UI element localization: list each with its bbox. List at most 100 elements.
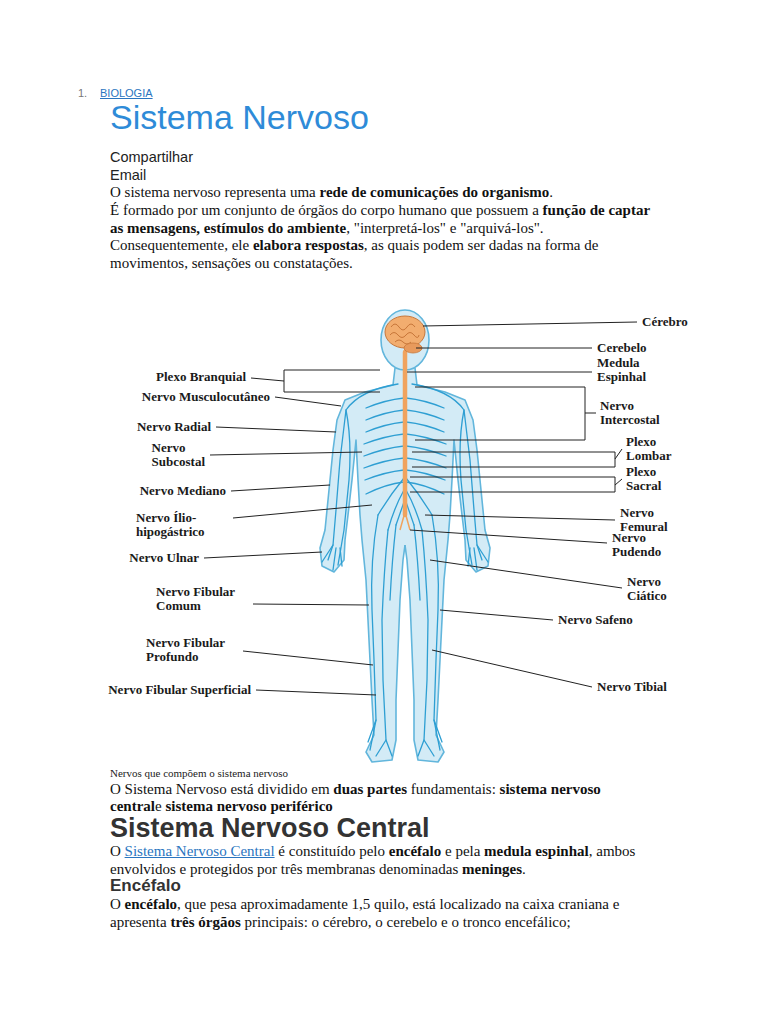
- nerve-label: Nervo Radial: [137, 420, 211, 434]
- link-text: Sistema Nervoso Central: [125, 843, 275, 859]
- bold-text: duas partes: [333, 781, 407, 797]
- bold-text: três órgãos: [170, 914, 240, 930]
- body-outline: [405, 368, 490, 762]
- nerve-label: Plexo Lombar: [626, 435, 672, 462]
- nerve-label: Nervo Pudendo: [612, 531, 661, 558]
- paragraph: Compartilhar: [110, 149, 193, 167]
- paragraph: Consequentemente, ele elabora respostas,…: [110, 237, 655, 272]
- body-text: é constituído pelo: [278, 843, 385, 859]
- leader-line: [253, 604, 369, 605]
- leader-line: [275, 397, 341, 406]
- nerve-label: Nervo Safeno: [558, 613, 633, 627]
- page-title: Sistema Nervoso: [110, 97, 369, 137]
- nerve-label: Nervo Subcostal: [152, 441, 205, 468]
- spinal-cord: [403, 352, 408, 515]
- nerve-label: Cérebro: [642, 315, 688, 329]
- nerve-label: Plexo Branquial: [156, 370, 246, 384]
- leader-line: [410, 530, 607, 543]
- leader-line: [423, 322, 637, 326]
- leader-line: [210, 452, 362, 455]
- bold-text: encéfalo: [389, 843, 441, 859]
- leader-line: [615, 479, 622, 485]
- leader-line: [231, 485, 330, 491]
- nerve-label: Nervo Tibial: [597, 680, 667, 694]
- nerve-label: Nervo Musculocutâneo: [142, 390, 270, 404]
- bold-text: rede de comunicações do organismo: [320, 184, 550, 200]
- nerve-label: Cerebelo: [597, 341, 647, 355]
- paragraph: Sistema Nervoso Central: [110, 812, 710, 844]
- leader-line: [233, 505, 372, 518]
- body-outline: [320, 368, 405, 762]
- body-text: .: [549, 184, 553, 200]
- paragraph: Email: [110, 167, 146, 185]
- bold-text: encéfalo: [125, 896, 177, 912]
- leader-lines: [204, 322, 637, 695]
- nerve-label: Medula Espinhal: [597, 356, 646, 383]
- leader-line: [432, 650, 592, 687]
- nerve-label: Nervo Femural: [620, 506, 668, 533]
- body-text: Sistema Nervoso Central: [110, 813, 430, 843]
- leader-line: [251, 378, 284, 381]
- leader-line: [615, 449, 622, 459]
- bracket: [410, 477, 615, 492]
- body-text: Email: [110, 167, 146, 183]
- leader-line: [216, 427, 336, 432]
- leader-line: [430, 560, 622, 588]
- list-number: 1.: [78, 87, 87, 99]
- body-text: É formado por um conjunto de órgãos do c…: [110, 202, 539, 218]
- nerve-label: Nervo Fibular Comum: [156, 585, 248, 612]
- leader-line: [425, 515, 615, 520]
- body-text: Compartilhar: [110, 149, 193, 165]
- bold-text: medula espinhal: [484, 843, 589, 859]
- paragraph: O encéfalo, que pesa aproximadamente 1,5…: [110, 895, 652, 931]
- nerve-label: Nervo Ulnar: [129, 551, 199, 565]
- body-fill: [320, 368, 406, 762]
- body-text: principais: o cérebro, o cerebelo e o tr…: [245, 914, 571, 930]
- paragraph: O Sistema Nervoso está dividido em duas …: [110, 781, 652, 815]
- paragraph: O Sistema Nervoso Central é constituído …: [110, 842, 652, 878]
- leader-line: [416, 348, 592, 349]
- body-text: fundamentais:: [411, 781, 496, 797]
- bracket: [412, 452, 615, 467]
- body-text: Encéfalo: [110, 876, 181, 895]
- nerve-label: Nervo Fibular Superficial: [108, 683, 251, 697]
- paragraph: É formado por um conjunto de órgãos do c…: [110, 202, 655, 237]
- nerve-label: Nervo Intercostal: [600, 399, 660, 426]
- paragraph: Encéfalo: [110, 876, 652, 896]
- link-text: BIOLOGIA: [100, 87, 153, 99]
- paragraph: BIOLOGIA: [100, 86, 153, 100]
- nerve-label: Nervo Ílio-hipogástrico: [136, 511, 228, 538]
- paragraph: 1.: [78, 86, 87, 100]
- nerve-label: Plexo Sacral: [626, 465, 661, 492]
- paragraph: O sistema nervoso representa uma rede de…: [110, 184, 655, 202]
- nerves: [322, 384, 404, 756]
- brain: [385, 316, 425, 348]
- figure-caption: Nervos que compõem o sistema nervoso: [110, 766, 288, 780]
- bold-text: elabora respostas: [253, 237, 364, 253]
- leader-line: [440, 610, 553, 620]
- bracket: [284, 370, 380, 392]
- leader-line: [204, 552, 322, 558]
- leader-line: [243, 651, 373, 665]
- body-text: O: [110, 896, 121, 912]
- nerve-label: Nervo Fibular Profundo: [146, 636, 238, 663]
- bold-text: sistema nervoso periférico: [165, 798, 332, 814]
- body-text: O sistema nervoso representa uma: [110, 184, 316, 200]
- cauda-equina: [400, 512, 410, 530]
- leader-line: [256, 690, 376, 695]
- bracket: [415, 387, 585, 440]
- bold-text: meninges: [462, 861, 522, 877]
- body-text: .: [522, 861, 526, 877]
- body-text: O Sistema Nervoso está dividido em: [110, 781, 330, 797]
- nerve-label: Nervo Mediano: [140, 484, 226, 498]
- nerve-label: Nervo Ciático: [627, 575, 667, 602]
- body-text: e: [155, 798, 162, 814]
- body-text: Consequentemente, ele: [110, 237, 249, 253]
- leader-line: [585, 413, 596, 414]
- leader-line: [407, 372, 592, 373]
- body-fill: [404, 368, 490, 762]
- brain-folds: [390, 324, 419, 344]
- body-text: e pela: [445, 843, 480, 859]
- body-text: , "interpretá-los" e "arquivá-los".: [346, 220, 543, 236]
- body-text: O: [110, 843, 121, 859]
